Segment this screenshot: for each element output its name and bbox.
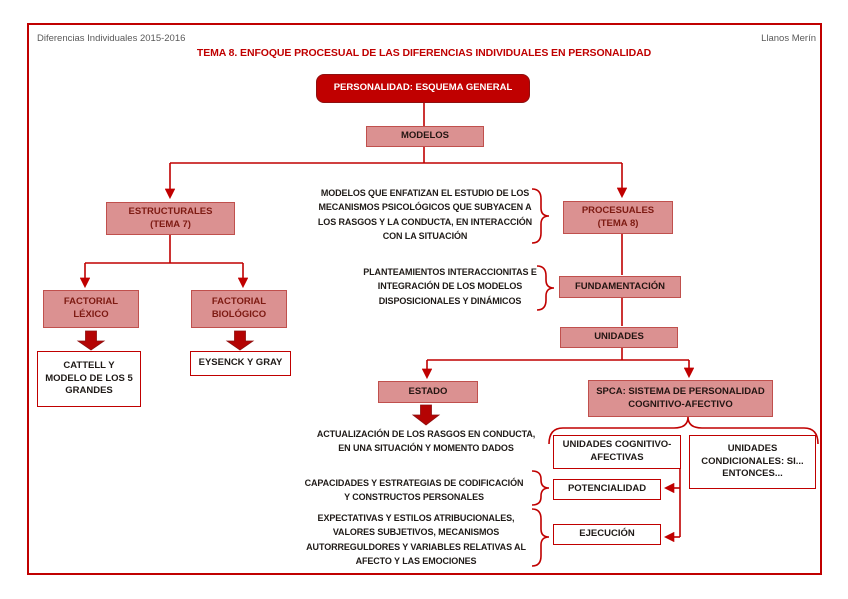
node-estructurales: ESTRUCTURALES (TEMA 7) (106, 202, 235, 235)
annotation-modelos-enfatizan: MODELOS QUE ENFATIZAN EL ESTUDIO DE LOS … (317, 188, 533, 242)
node-factorial-biologico: FACTORIAL BIOLÓGICO (191, 290, 287, 328)
course-label: Diferencias Individuales 2015-2016 (37, 33, 186, 44)
brace-modelos-enfatizan (531, 188, 550, 244)
node-label: FACTORIAL BIOLÓGICO (211, 296, 267, 320)
node-estado: ESTADO (378, 381, 478, 403)
node-procesuales: PROCESUALES (TEMA 8) (563, 201, 673, 234)
slide-title: TEMA 8. ENFOQUE PROCESUAL DE LAS DIFEREN… (196, 47, 652, 59)
node-label: FACTORIAL LÉXICO (63, 296, 119, 320)
node-label: UNIDADES (594, 331, 644, 343)
node-unidades-condicionales: UNIDADES CONDICIONALES: SI... ENTONCES..… (689, 435, 816, 489)
annotation-planteamientos: PLANTEAMIENTOS INTERACCIONITAS E INTEGRA… (363, 267, 537, 306)
brace-planteamientos (536, 265, 555, 311)
node-unidades-cognitivo-afectivas: UNIDADES COGNITIVO- AFECTIVAS (553, 435, 681, 469)
slide-border (27, 23, 822, 575)
node-modelos: MODELOS (366, 126, 484, 147)
node-label: ESTRUCTURALES (TEMA 7) (128, 205, 213, 230)
brace-expectativas (531, 508, 550, 567)
node-factorial-lexico: FACTORIAL LÉXICO (43, 290, 139, 328)
node-label: UNIDADES COGNITIVO- AFECTIVAS (562, 439, 672, 463)
node-label: POTENCIALIDAD (567, 483, 647, 495)
node-eysenck-gray: EYSENCK Y GRAY (190, 351, 291, 376)
author-label: Llanos Merín (761, 33, 816, 44)
node-potencialidad: POTENCIALIDAD (553, 479, 661, 500)
node-label: PERSONALIDAD: ESQUEMA GENERAL (333, 82, 513, 94)
node-label: EYSENCK Y GRAY (198, 357, 283, 369)
brace-spca-split (548, 416, 819, 445)
node-cattell-big5: CATTELL Y MODELO DE LOS 5 GRANDES (37, 351, 141, 407)
block-arrow-estado-down (411, 404, 441, 426)
node-label: CATTELL Y MODELO DE LOS 5 GRANDES (45, 359, 133, 397)
block-arrow-biologico-down (225, 330, 255, 351)
node-label: UNIDADES CONDICIONALES: SI... ENTONCES..… (701, 442, 804, 480)
node-unidades: UNIDADES (560, 327, 678, 348)
annotation-expectativas: EXPECTATIVAS Y ESTILOS ATRIBUCIONALES, V… (306, 513, 526, 567)
node-label: EJECUCIÓN (579, 528, 635, 540)
node-label: ESTADO (408, 385, 448, 397)
annotation-actualizacion: ACTUALIZACIÓN DE LOS RASGOS EN CONDUCTA,… (316, 429, 536, 454)
node-fundamentacion: FUNDAMENTACIÓN (559, 276, 681, 298)
node-label: PROCESUALES (TEMA 8) (581, 204, 655, 229)
node-personalidad-esquema-general: PERSONALIDAD: ESQUEMA GENERAL (316, 74, 530, 103)
annotation-capacidades: CAPACIDADES Y ESTRATEGIAS DE CODIFICACIÓ… (304, 478, 524, 503)
node-label: FUNDAMENTACIÓN (574, 280, 666, 292)
brace-capacidades (531, 470, 550, 506)
node-label: SPCA: SISTEMA DE PERSONALIDAD COGNITIVO-… (596, 385, 765, 410)
node-ejecucion: EJECUCIÓN (553, 524, 661, 545)
block-arrow-lexico-down (76, 330, 106, 351)
node-label: MODELOS (400, 130, 450, 142)
node-spca: SPCA: SISTEMA DE PERSONALIDAD COGNITIVO-… (588, 380, 773, 417)
